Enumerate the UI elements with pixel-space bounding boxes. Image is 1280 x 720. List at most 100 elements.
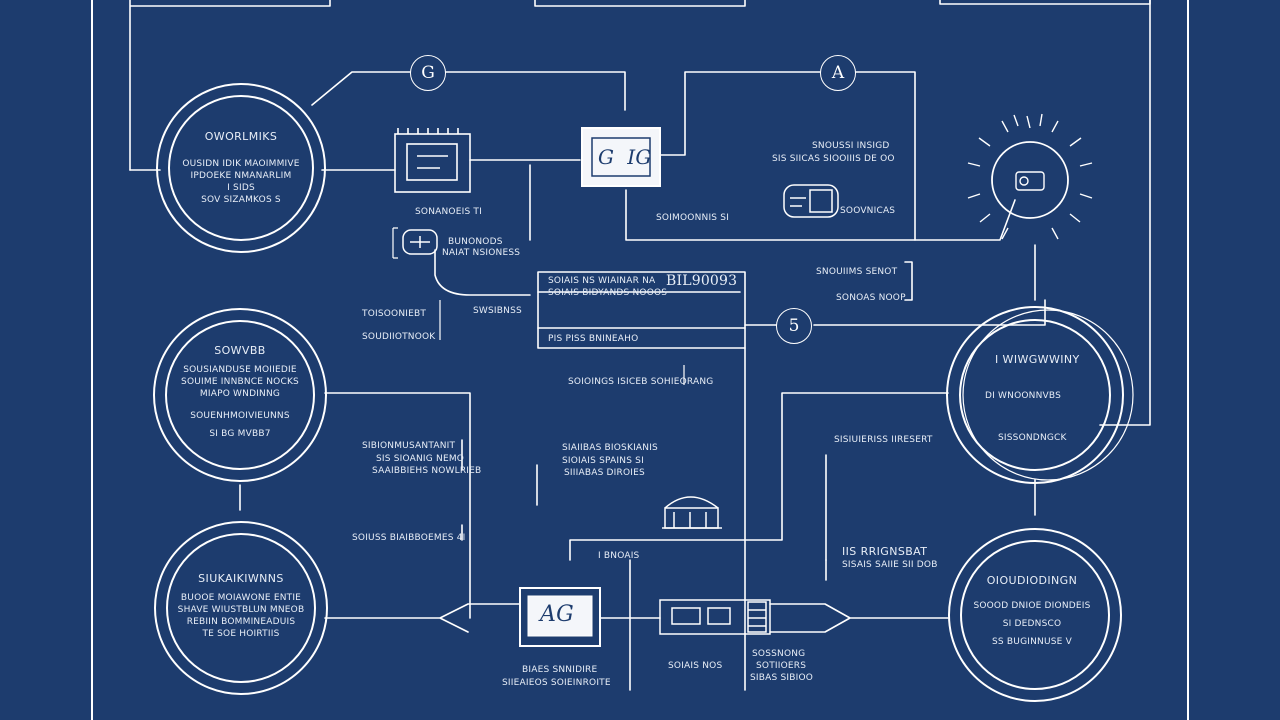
right-meter-title: SNOUIIMS SENOT (816, 267, 898, 277)
ag-display-icon (519, 587, 601, 647)
node-mid-left-inner (165, 320, 315, 470)
right-stack-title: IIS RRIGNSBAT (842, 545, 928, 558)
node-bottom-right-outer (948, 528, 1122, 702)
node-mid-right-inner (959, 319, 1111, 471)
node-mid-left-outer (153, 308, 327, 482)
sensor-label-1: BUNONODS (448, 237, 503, 247)
frame-right-inner (1099, 0, 1151, 426)
center-box-footer: PIS PISS BNINEAHO (548, 334, 639, 344)
node-top-left-line: I SIDS (227, 183, 255, 193)
wire-g-to-meter (445, 71, 626, 111)
node-mid-left-line: SOUSIANDUSE MOIIEDIE (183, 365, 297, 375)
frame-top-right (939, 0, 1151, 5)
node-top-left-inner (168, 95, 314, 241)
node-bottom-right-line: SI DEDNSCO (1002, 619, 1062, 629)
node-bottom-right-inner (960, 540, 1110, 690)
upper-right-title: SNOUSSI INSIGD (812, 141, 890, 151)
right-meter-sub: SONOAS NOOP (836, 293, 906, 303)
center-stack-title: SIAIIBAS BIOSKIANIS (562, 443, 658, 453)
node-mid-left-line: SOUIME INNBNCE NOCKS (181, 377, 299, 387)
left-stack-line: SAAIBBIEHS NOWLRIEB (372, 466, 482, 476)
node-bottom-left-text: SIUKAIKIWNNS BUOOE MOIAWONE ENTIE SHAVE … (178, 572, 305, 640)
wire-bottom-left (324, 603, 521, 633)
starburst-icon (967, 113, 1093, 240)
center-box-sub: SOIAIS BIDYANDS NOOOS (548, 288, 668, 298)
wire-to-sun (914, 199, 1016, 241)
module-label: SONANOEIS TI (415, 207, 482, 217)
bottom-center-2: SIIEAIEOS SOIEINROITE (502, 678, 611, 688)
node-top-left-line: IPDOEKE NMANARLIM (190, 171, 292, 181)
node-mid-right-title: I WIWGWWINY (995, 353, 1080, 366)
wire-chip-right (769, 603, 949, 633)
relay-label: SOIMOONNIS SI (656, 213, 730, 223)
node-bottom-right-text: OIOUDIODINGN SOOOD DNIOE DIONDEIS SI DED… (973, 574, 1090, 648)
chip-module-icon (659, 599, 771, 635)
wire-right-bracket (904, 261, 913, 301)
right-stack-line: SISAIS SAIIE SII DOB (842, 560, 938, 570)
left-stack-line: SIS SIOANIG NEMO (376, 454, 465, 464)
bottom-small-3: SIBAS SIBIOO (750, 673, 814, 683)
bottom-center-1: BIAES SNNIDIRE (522, 665, 598, 675)
relay-icon (783, 184, 839, 218)
node-top-left-outer (156, 83, 326, 253)
center-box-header: SOIAIS NS WIAINAR NA (548, 276, 656, 286)
marker-a: A (820, 55, 856, 91)
mid-caption: SOIOINGS ISICEB SOHIEORANG (568, 377, 714, 387)
right-mid-title: SISIUIERISS IIRESERT (834, 435, 933, 445)
node-mid-left-line: SOUENHMOIVIEUNNS (190, 411, 290, 421)
center-box-divider (537, 291, 746, 329)
node-bottom-left-outer (154, 521, 328, 695)
center-stack-line: SIIIABAS DIROIES (564, 468, 645, 478)
frame-top-left (129, 0, 331, 171)
wire-gauge-loop (434, 249, 531, 296)
upper-right-sub: SIS SIICAS SIOOIIIS DE OO (772, 154, 895, 164)
bottom-small-2: SOTIIOERS (756, 661, 807, 671)
marker-5: 5 (776, 308, 812, 344)
center-box-code: BIL90093 (666, 273, 738, 289)
node-top-left-text: OWORLMIKS OUSIDN IDIK MAOIMMIVE IPDOEKE … (182, 130, 299, 206)
node-top-left-line: SOV SIZAMKOS S (201, 195, 281, 205)
node-mid-left-title: SOWVBB (214, 344, 266, 357)
node-bottom-right-line: SS BUGINNUSE V (992, 637, 1072, 647)
sensor-label-2: NAIAT NSIONESS (442, 248, 521, 258)
node-mid-left-text: SOWVBB SOUSIANDUSE MOIIEDIE SOUIME INNBN… (181, 344, 299, 440)
left-stack-title: SIBIONMUSANTANIT (362, 441, 456, 451)
node-mid-right-ring (962, 309, 1134, 481)
meter-display-icon (581, 127, 661, 187)
node-bottom-left-line: TE SOE HOIRTIIS (202, 629, 280, 639)
side-box-right: SWSIBNSS (473, 306, 522, 316)
node-bottom-right-title: OIOUDIODINGN (986, 574, 1078, 587)
bottom-right-chip-label: SOIAIS NOS (668, 661, 723, 671)
node-mid-right-line: DI WNOONNVBS (985, 391, 1061, 401)
sensor-right-label: SOOVNICAS (840, 206, 896, 216)
node-bottom-right-line: SOOOD DNIOE DIONDEIS (973, 601, 1091, 611)
ag-display-text: AG (540, 602, 574, 627)
node-top-left-title: OWORLMIKS (204, 130, 278, 143)
bottom-small-1: SOSSNONG (752, 649, 806, 659)
node-bottom-left-line: BUOOE MOIAWONE ENTIE (180, 593, 302, 603)
wire-right-mid-to-center (569, 392, 949, 561)
marker-g: G (410, 55, 446, 91)
left-note: SOIUSS BIAIBBOEMES 4I (352, 533, 466, 543)
node-bottom-left-line: SHAVE WIUSTBLUN MNEOB (177, 605, 305, 615)
center-small: I BNOAIS (598, 551, 640, 561)
sensor-gauge-icon (402, 229, 438, 255)
node-bottom-left-line: REBIIN BOMMINEADUIS (186, 617, 296, 627)
meter-display-text: G IG (598, 145, 652, 169)
node-mid-right-line: SISSONDNGCK (998, 433, 1067, 443)
side-box-left-sub: SOUDIIOTNOOK (362, 332, 436, 342)
node-bottom-left-title: SIUKAIKIWNNS (198, 572, 284, 585)
module-box-icon (394, 128, 471, 193)
frame-top-center (534, 0, 746, 7)
center-stack-line: SIOIAIS SPAINS SI (562, 456, 644, 466)
node-top-left-line: OUSIDN IDIK MAOIMMIVE (182, 159, 300, 169)
cabinet-icon (662, 496, 722, 529)
node-mid-left-line: MIAPO WNDINNG (199, 389, 281, 399)
node-bottom-left-inner (166, 533, 316, 683)
wire-left-mid-right (324, 392, 471, 619)
wire-node1-to-g (311, 71, 411, 106)
node-mid-right-outer (946, 306, 1124, 484)
side-box-left: TOISOONIEBT (362, 309, 427, 319)
